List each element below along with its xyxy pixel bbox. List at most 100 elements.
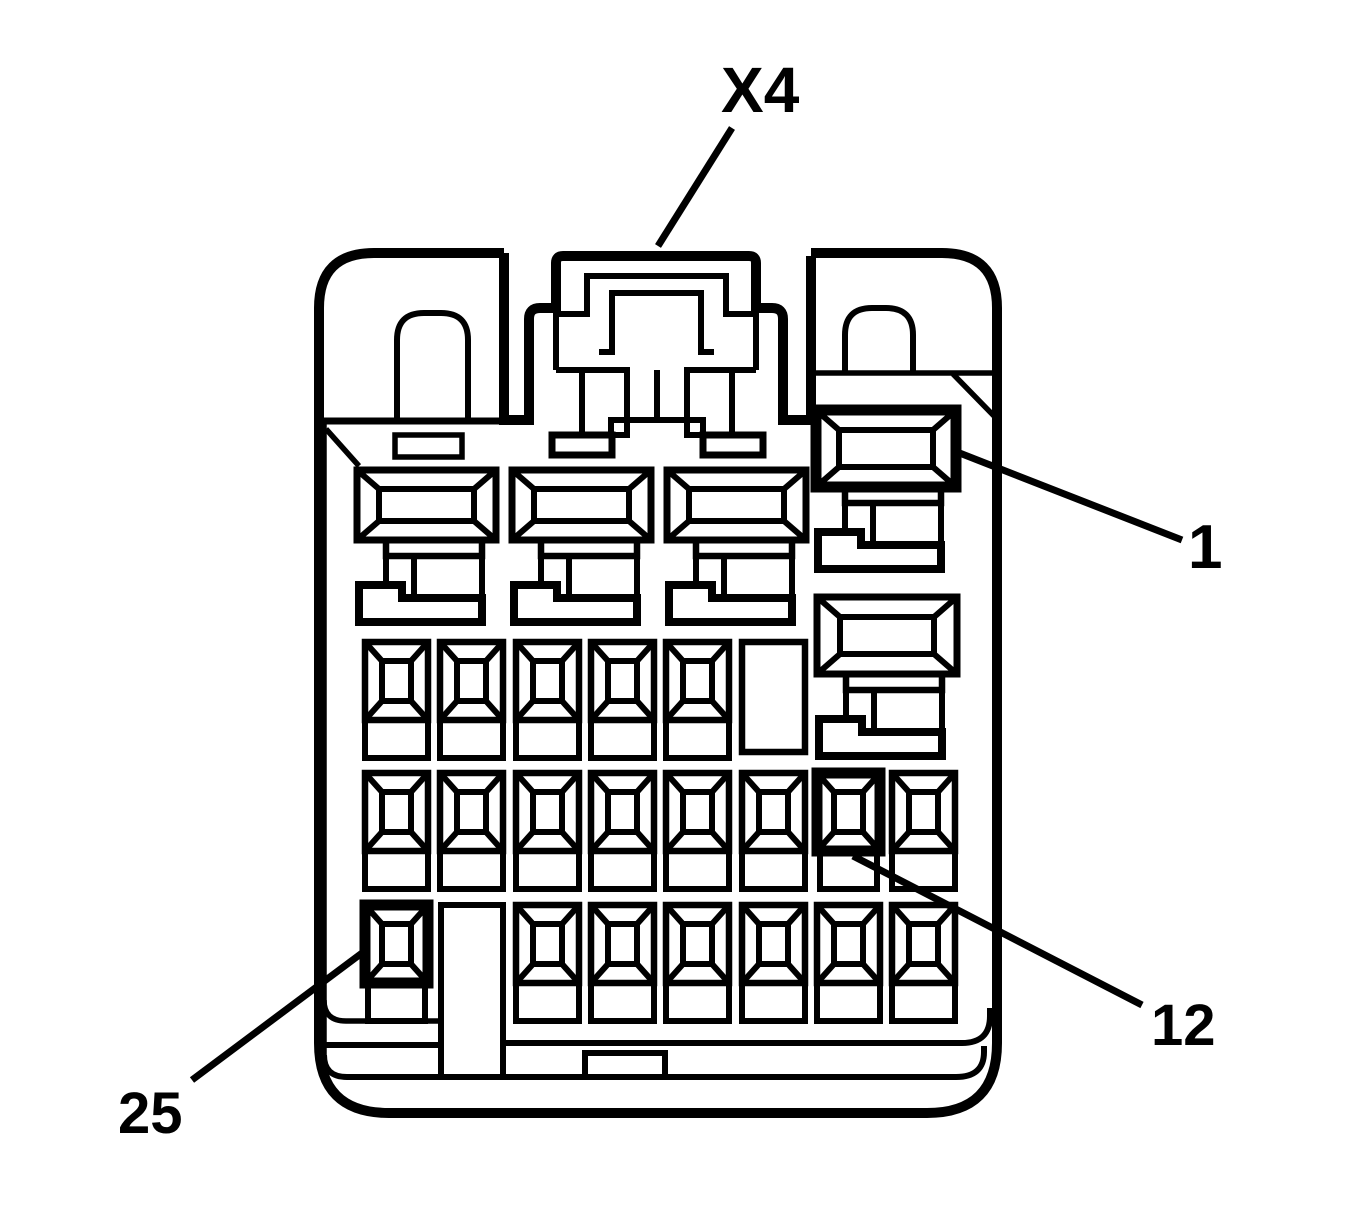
terminal-cavity-lower xyxy=(513,717,582,761)
terminal-cavity-bevel xyxy=(437,639,506,723)
terminal-1-cavity-bevel xyxy=(814,407,958,490)
step-foot xyxy=(665,581,796,626)
terminal-cavity-lower xyxy=(739,848,808,892)
terminal-cavity-lower xyxy=(889,980,958,1024)
wide-terminal-bevel xyxy=(355,467,498,543)
terminal-grid xyxy=(359,638,959,1024)
left-chamfer xyxy=(323,427,362,468)
connector-body-outline xyxy=(314,248,1002,1118)
step-body xyxy=(842,500,944,545)
terminal-cavity-bevel xyxy=(513,770,582,854)
latch-outline xyxy=(499,251,816,425)
terminal-cavity-inner xyxy=(831,921,866,967)
wide-terminal-bevel xyxy=(510,467,653,543)
terminal-cavity-inner xyxy=(605,789,640,835)
terminal-cavity-inner xyxy=(379,658,414,704)
left-inner-curve xyxy=(321,999,440,1024)
terminal-cavity-bevel xyxy=(889,770,958,854)
terminal-cavity-lower xyxy=(588,848,657,892)
step-foot xyxy=(814,528,945,573)
callout-labels: X4 1 12 25 xyxy=(118,54,1222,1146)
terminal-cavity-lower xyxy=(663,848,732,892)
terminal-cavity-bevel xyxy=(513,639,582,723)
terminal-cavity-bevel xyxy=(663,902,732,986)
wide-terminal-inner xyxy=(376,486,477,524)
terminal-cavity-bevel xyxy=(362,639,431,723)
terminal-cavity-lower xyxy=(513,848,582,892)
terminal-cavity-lower xyxy=(437,848,506,892)
terminal-cavity-inner xyxy=(530,658,565,704)
terminal-cavity-bevel xyxy=(739,770,808,854)
latch-inner-step xyxy=(553,273,759,370)
open-slot-row2 xyxy=(738,638,809,756)
terminal-cavity-inner xyxy=(906,921,941,967)
terminal-cavity-inner xyxy=(605,658,640,704)
terminal-cavity-lower xyxy=(588,980,657,1024)
terminal-step-structures xyxy=(355,483,946,760)
connector-label: X4 xyxy=(721,54,800,126)
terminal-25-label: 25 xyxy=(118,1081,183,1146)
terminal-25-cavity-bevel xyxy=(362,902,431,986)
terminal-cavity-inner xyxy=(454,658,489,704)
wide-terminal-bevel xyxy=(665,467,808,543)
terminal-cavity-lower xyxy=(362,848,431,892)
terminal-cavity-inner xyxy=(756,789,791,835)
open-slot-row4 xyxy=(438,902,506,1080)
connector-body xyxy=(314,248,1002,1118)
wide-terminal-inner xyxy=(531,486,632,524)
terminal-cavity-bevel xyxy=(889,902,958,986)
terminal-cavity-lower xyxy=(663,717,732,761)
terminal-cavity-inner xyxy=(680,658,715,704)
terminal-cavity-inner xyxy=(906,789,941,835)
leader-line-x4 xyxy=(655,126,735,248)
step-foot xyxy=(355,581,486,626)
terminal-12-cavity-inner xyxy=(831,789,866,835)
step-body xyxy=(693,553,795,598)
latch-leg-right xyxy=(684,367,735,438)
terminal-cavity-inner xyxy=(379,789,414,835)
terminal-cavity-bevel xyxy=(588,770,657,854)
step-foot xyxy=(510,581,641,626)
callout-leader-lines xyxy=(189,126,1184,1083)
terminal-cavity-lower xyxy=(739,980,808,1024)
leader-line-terminal-25 xyxy=(189,950,365,1083)
terminal-cavity-inner xyxy=(530,921,565,967)
guide-slot-left xyxy=(394,310,471,421)
terminal-cavity-lower xyxy=(588,717,657,761)
band-top-right xyxy=(503,1008,993,1046)
terminal-cavity-bevel xyxy=(588,902,657,986)
terminal-cavity-inner xyxy=(680,921,715,967)
terminal-cavity-bevel xyxy=(437,770,506,854)
step-body xyxy=(383,553,485,598)
terminal-25-cavity-inner xyxy=(379,921,414,967)
leader-line-terminal-1 xyxy=(955,448,1184,544)
terminal-12-cavity-lower xyxy=(817,848,880,892)
terminal-cavity-bevel xyxy=(663,770,732,854)
terminal-1-label: 1 xyxy=(1188,513,1222,582)
right-chamfer xyxy=(951,372,996,418)
wide-terminal-bevel xyxy=(815,594,959,677)
latch-foot-right xyxy=(699,431,767,459)
terminal-cavity-bevel xyxy=(362,770,431,854)
index-rect-left xyxy=(392,432,465,460)
band-bottom-left xyxy=(321,1054,441,1080)
terminal-1-cavity-inner xyxy=(836,427,936,470)
terminal-cavity-inner xyxy=(454,789,489,835)
terminal-cavity-inner xyxy=(530,789,565,835)
index-rect-band xyxy=(582,1050,668,1080)
latch-center-block xyxy=(599,290,714,355)
terminal-12-cavity-bevel xyxy=(814,770,883,854)
terminal-cavity-bevel xyxy=(663,639,732,723)
step-body xyxy=(538,553,640,598)
guide-slot-right xyxy=(842,305,916,373)
terminal-cavity-bevel xyxy=(513,902,582,986)
wide-terminal-inner xyxy=(837,614,937,657)
terminal-cavity-lower xyxy=(513,980,582,1024)
band-bottom-right xyxy=(503,1046,987,1080)
leader-line-terminal-12 xyxy=(851,852,1144,1009)
terminal-cavity-inner xyxy=(756,921,791,967)
latch-leg-left xyxy=(579,367,630,438)
terminal-cavity-bevel xyxy=(814,902,883,986)
